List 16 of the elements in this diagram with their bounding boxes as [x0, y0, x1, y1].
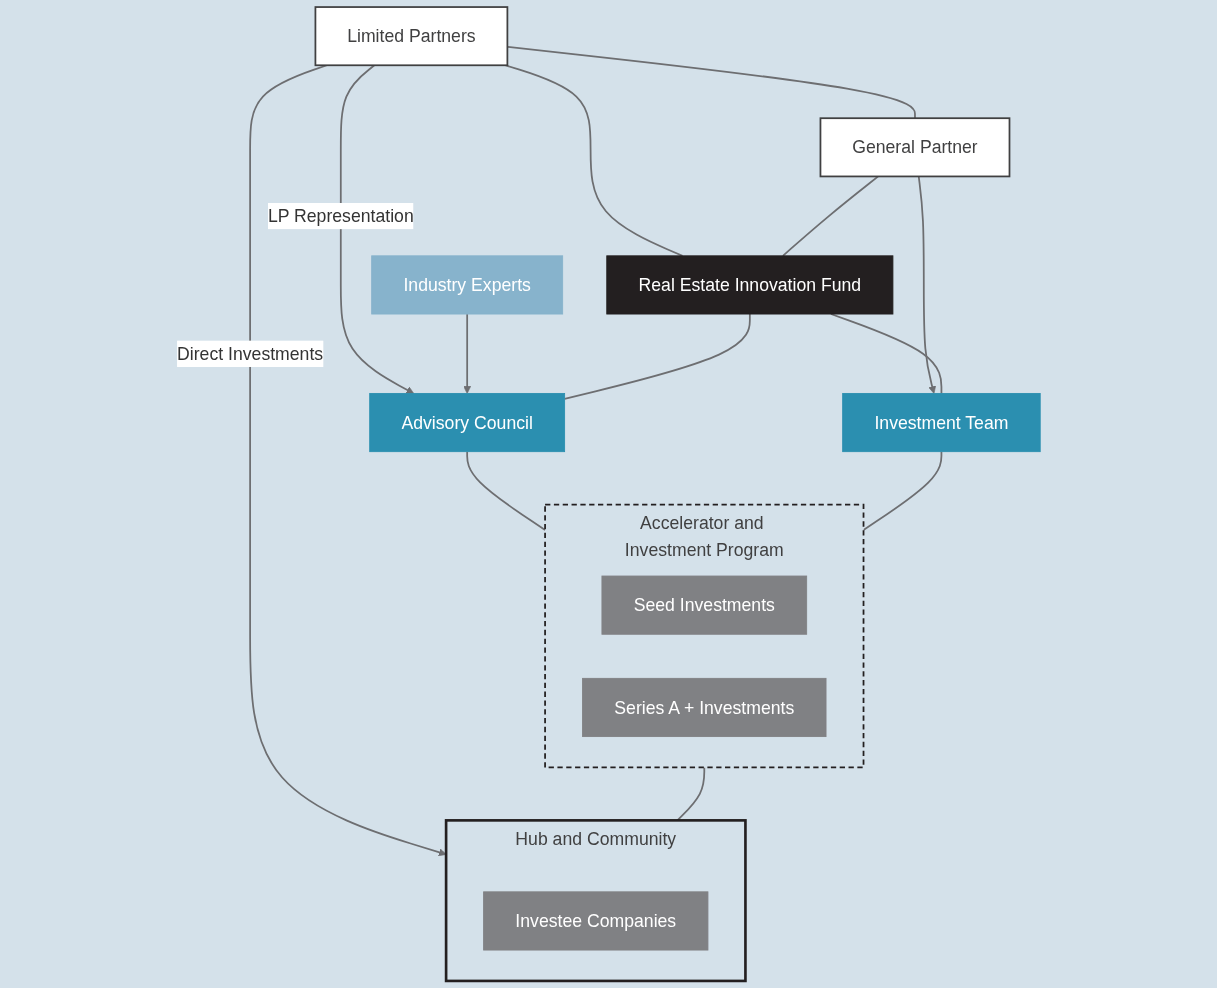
- edge-label: LP Representation: [267, 206, 414, 226]
- connector: [563, 313, 751, 400]
- node-box: Real Estate Innovation Fund: [606, 255, 894, 315]
- node-box: Industry Experts: [371, 255, 563, 315]
- arrow: [917, 175, 936, 394]
- edge-label: Direct Investments: [176, 344, 324, 364]
- node-box: Advisory Council: [369, 393, 565, 453]
- node-box: Investee Companies: [483, 891, 709, 951]
- node-box: General Partner: [819, 117, 1011, 178]
- node-box: Series A + Investments: [581, 677, 827, 738]
- node-box: Limited Partners: [314, 6, 509, 67]
- connector: [781, 175, 879, 257]
- arrow: [463, 313, 471, 394]
- node-box: Investment Team: [842, 393, 1041, 453]
- node-box: Seed Investments: [601, 575, 807, 635]
- arrow: [339, 64, 414, 394]
